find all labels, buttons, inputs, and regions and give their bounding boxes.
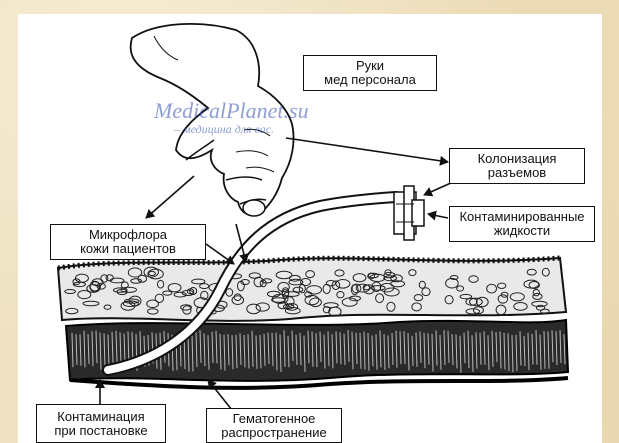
label-colonization-line2: разъемов — [488, 166, 546, 180]
label-hematogenous: Гематогенное распространение — [206, 408, 342, 443]
label-hands-line1: Руки — [356, 59, 384, 73]
label-insertion-line1: Контаминация — [57, 410, 144, 424]
label-hematogenous-line1: Гематогенное — [233, 412, 316, 426]
arrow-hands-to-connector — [286, 138, 448, 162]
skin-layer — [58, 258, 566, 321]
hand-illustration — [131, 24, 294, 216]
label-skin-flora: Микрофлора кожи пациентов — [50, 224, 206, 260]
label-insertion: Контаминация при постановке — [36, 404, 166, 443]
arrow-hematogenous-to-vessel — [208, 380, 232, 410]
arrow-hand-to-skin-flora — [146, 176, 194, 218]
label-fluids-line1: Контаминированные — [459, 210, 584, 224]
label-fluids-line2: жидкости — [494, 224, 550, 238]
label-insertion-line2: при постановке — [54, 424, 147, 438]
label-hematogenous-line2: распространение — [221, 426, 326, 440]
catheter-connector — [394, 186, 424, 240]
arrow-fluids-to-connector — [428, 214, 448, 218]
label-colonization: Колонизация разъемов — [449, 148, 585, 184]
label-skin-flora-line1: Микрофлора — [89, 228, 167, 242]
label-fluids: Контаминированные жидкости — [449, 206, 595, 242]
arrow-skin-flora-to-catheter-1 — [206, 244, 234, 264]
label-colonization-line1: Колонизация — [478, 152, 557, 166]
label-hands: Руки мед персонала — [303, 55, 437, 91]
label-hands-line2: мед персонала — [324, 73, 416, 87]
label-skin-flora-line2: кожи пациентов — [80, 242, 176, 256]
